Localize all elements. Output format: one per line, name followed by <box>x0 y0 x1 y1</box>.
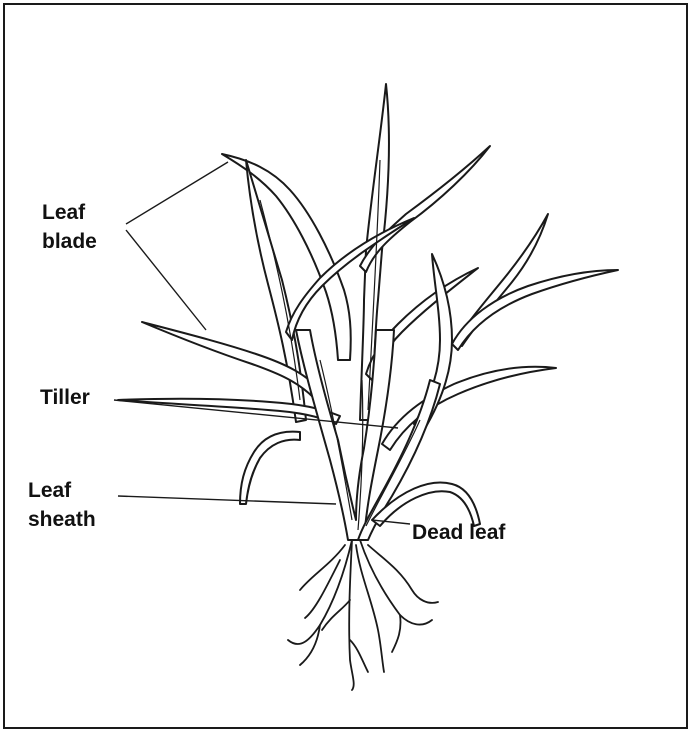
leaf-sheath-leader <box>118 496 336 504</box>
leaf-sheath-label: Leaf sheath <box>28 476 96 534</box>
leaf-blade-label: Leaf blade <box>42 198 97 256</box>
tiller-label: Tiller <box>40 383 90 412</box>
dead-leaf-left <box>240 432 300 504</box>
leaf-blade-leader-lower <box>126 230 206 330</box>
right-lower-blade <box>382 367 556 450</box>
far-right-blade <box>452 270 618 350</box>
leaf-sheath-label-line2: sheath <box>28 505 96 534</box>
leaf-blade-label-line2: blade <box>42 227 97 256</box>
leaf-sheath-label-line1: Leaf <box>28 476 96 505</box>
root-system <box>288 540 438 690</box>
dead-leaf-label: Dead leaf <box>412 518 505 547</box>
leaf-blade-label-line1: Leaf <box>42 198 97 227</box>
leaf-blade-leader-upper <box>126 162 228 224</box>
plant-leaves <box>118 84 618 540</box>
